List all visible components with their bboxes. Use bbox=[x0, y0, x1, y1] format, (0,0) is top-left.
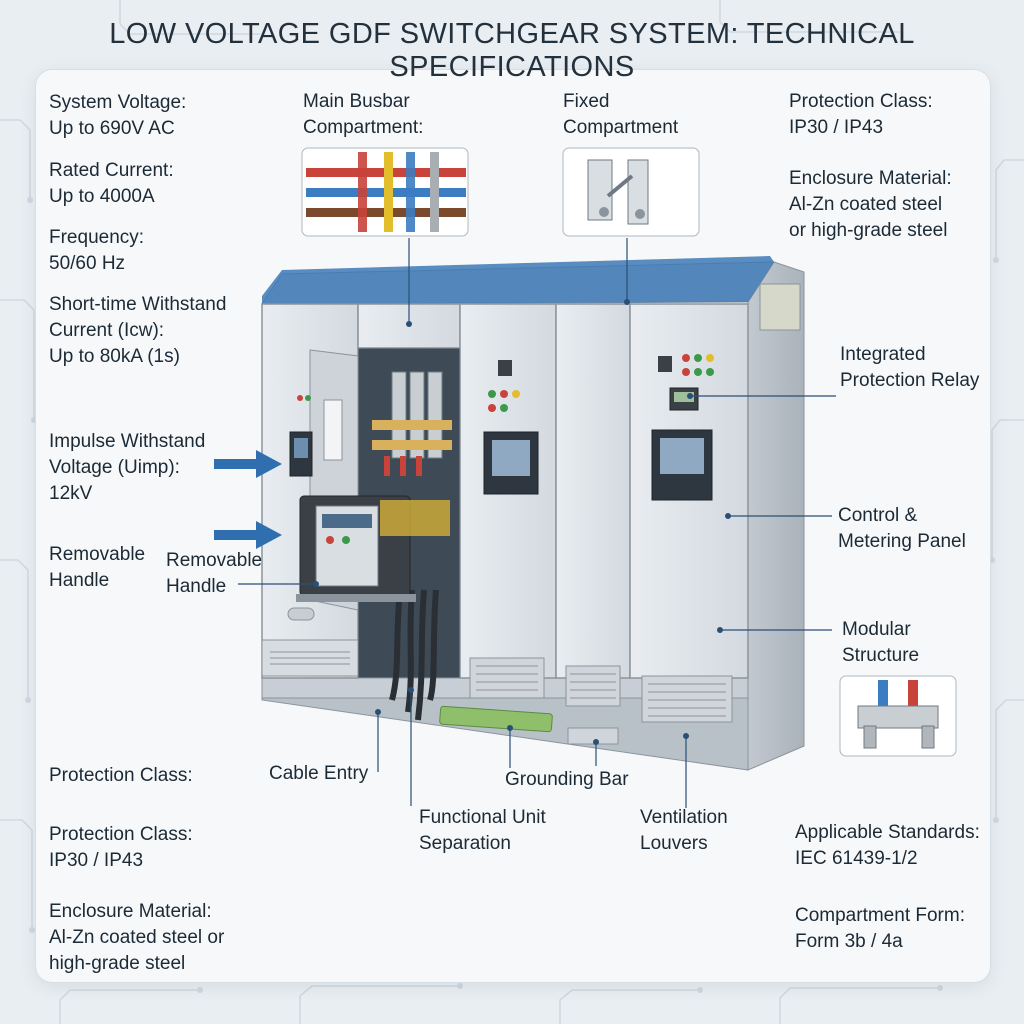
callout-text: Fixed bbox=[563, 91, 610, 112]
callout-text: Separation bbox=[419, 833, 511, 854]
callout-text: Functional Unit bbox=[419, 807, 546, 828]
spec-value: IEC 61439-1/2 bbox=[795, 848, 918, 869]
callout-text: Main Busbar bbox=[303, 91, 410, 112]
spec-label: System Voltage: bbox=[49, 92, 187, 113]
busbar-detail-icon bbox=[301, 147, 469, 237]
spec-label: Protection Class: bbox=[789, 91, 933, 112]
callout-removable-handle: Removable Handle bbox=[166, 548, 262, 600]
callout-text: Structure bbox=[842, 645, 920, 666]
spec-frequency: Frequency: 50/60 Hz bbox=[49, 225, 144, 277]
callout-text: Removable bbox=[166, 550, 263, 571]
spec-label: Applicable Standards: bbox=[795, 822, 980, 843]
spec-label: Protection Class: bbox=[49, 824, 193, 845]
callout-text: Handle bbox=[166, 576, 227, 597]
callout-main-busbar: Main Busbar Compartment: bbox=[303, 89, 423, 141]
callout-fixed-compartment: Fixed Compartment bbox=[563, 89, 678, 141]
spec-protection-class-bottom: Protection Class: IP30 / IP43 bbox=[49, 822, 193, 874]
spec-value: high-grade steel bbox=[49, 953, 186, 974]
spec-compartment-form: Compartment Form: Form 3b / 4a bbox=[795, 903, 965, 955]
fixed-compartment-detail-icon bbox=[562, 147, 700, 237]
top-strip bbox=[262, 256, 774, 304]
spec-protection-class-right: Protection Class: IP30 / IP43 bbox=[789, 89, 933, 141]
spec-enclosure-bottom: Enclosure Material: Al-Zn coated steel o… bbox=[49, 899, 224, 977]
spec-rated-current: Rated Current: Up to 4000A bbox=[49, 158, 174, 210]
spec-value: Al-Zn coated steel bbox=[789, 194, 943, 215]
spec-value: 12kV bbox=[49, 483, 93, 504]
spec-removable-handle: Removable Handle bbox=[49, 542, 145, 594]
callout-control-metering: Control & Metering Panel bbox=[838, 503, 966, 555]
callout-text: Modular bbox=[842, 619, 911, 640]
spec-value: Form 3b / 4a bbox=[795, 931, 903, 952]
spec-applicable-standards: Applicable Standards: IEC 61439-1/2 bbox=[795, 820, 980, 872]
arrow-right-icon bbox=[214, 521, 282, 549]
spec-protection-class-single: Protection Class: bbox=[49, 763, 193, 789]
spec-value: Up to 4000A bbox=[49, 186, 155, 207]
modular-detail-icon bbox=[839, 675, 957, 757]
spec-label: Enclosure Material: bbox=[789, 168, 952, 189]
callout-text: Compartment bbox=[563, 117, 679, 138]
spec-value: 50/60 Hz bbox=[49, 253, 126, 274]
spec-label: Compartment Form: bbox=[795, 905, 965, 926]
callout-text: Cable Entry bbox=[269, 763, 369, 784]
spec-label: Frequency: bbox=[49, 227, 145, 248]
grounding-bar bbox=[439, 705, 553, 733]
spec-value: IP30 / IP43 bbox=[789, 117, 884, 138]
spec-label: Rated Current: bbox=[49, 160, 174, 181]
spec-value: Up to 690V AC bbox=[49, 118, 175, 139]
spec-label: Handle bbox=[49, 570, 110, 591]
callout-functional-unit: Functional Unit Separation bbox=[419, 805, 546, 857]
callout-ventilation: Ventilation Louvers bbox=[640, 805, 728, 857]
spec-label: Removable bbox=[49, 544, 146, 565]
spec-value: or high-grade steel bbox=[789, 220, 948, 241]
spec-short-time-withstand: Short-time Withstand Current (Icw): Up t… bbox=[49, 292, 226, 370]
section-4 bbox=[555, 303, 631, 679]
spec-label: Current (Icw): bbox=[49, 320, 165, 341]
spec-impulse-withstand: Impulse Withstand Voltage (Uimp): 12kV bbox=[49, 429, 205, 507]
callout-text: Control & bbox=[838, 505, 918, 526]
callout-modular-structure: Modular Structure bbox=[842, 617, 919, 669]
callout-text: Louvers bbox=[640, 833, 708, 854]
spec-label: Short-time Withstand bbox=[49, 294, 227, 315]
arrow-right-icon bbox=[214, 450, 282, 478]
callout-cable-entry: Cable Entry bbox=[269, 761, 368, 787]
callout-text: Protection Relay bbox=[840, 370, 980, 391]
callout-text: Grounding Bar bbox=[505, 769, 629, 790]
callout-text: Ventilation bbox=[640, 807, 728, 828]
spec-label: Enclosure Material: bbox=[49, 901, 212, 922]
spec-system-voltage: System Voltage: Up to 690V AC bbox=[49, 90, 186, 142]
spec-label: Protection Class: bbox=[49, 765, 193, 786]
callout-text: Metering Panel bbox=[838, 531, 966, 552]
spec-label: Voltage (Uimp): bbox=[49, 457, 180, 478]
callout-text: Compartment: bbox=[303, 117, 424, 138]
spec-value: Up to 80kA (1s) bbox=[49, 346, 180, 367]
spec-value: IP30 / IP43 bbox=[49, 850, 144, 871]
spec-enclosure-right: Enclosure Material: Al-Zn coated steel o… bbox=[789, 166, 952, 244]
callout-integrated-relay: Integrated Protection Relay bbox=[840, 342, 979, 394]
page-title: LOW VOLTAGE GDF SWITCHGEAR SYSTEM: TECHN… bbox=[109, 18, 915, 83]
spec-value: Al-Zn coated steel or bbox=[49, 927, 225, 948]
spec-label: Impulse Withstand bbox=[49, 431, 206, 452]
callout-text: Integrated bbox=[840, 344, 926, 365]
callout-grounding-bar: Grounding Bar bbox=[505, 767, 629, 793]
